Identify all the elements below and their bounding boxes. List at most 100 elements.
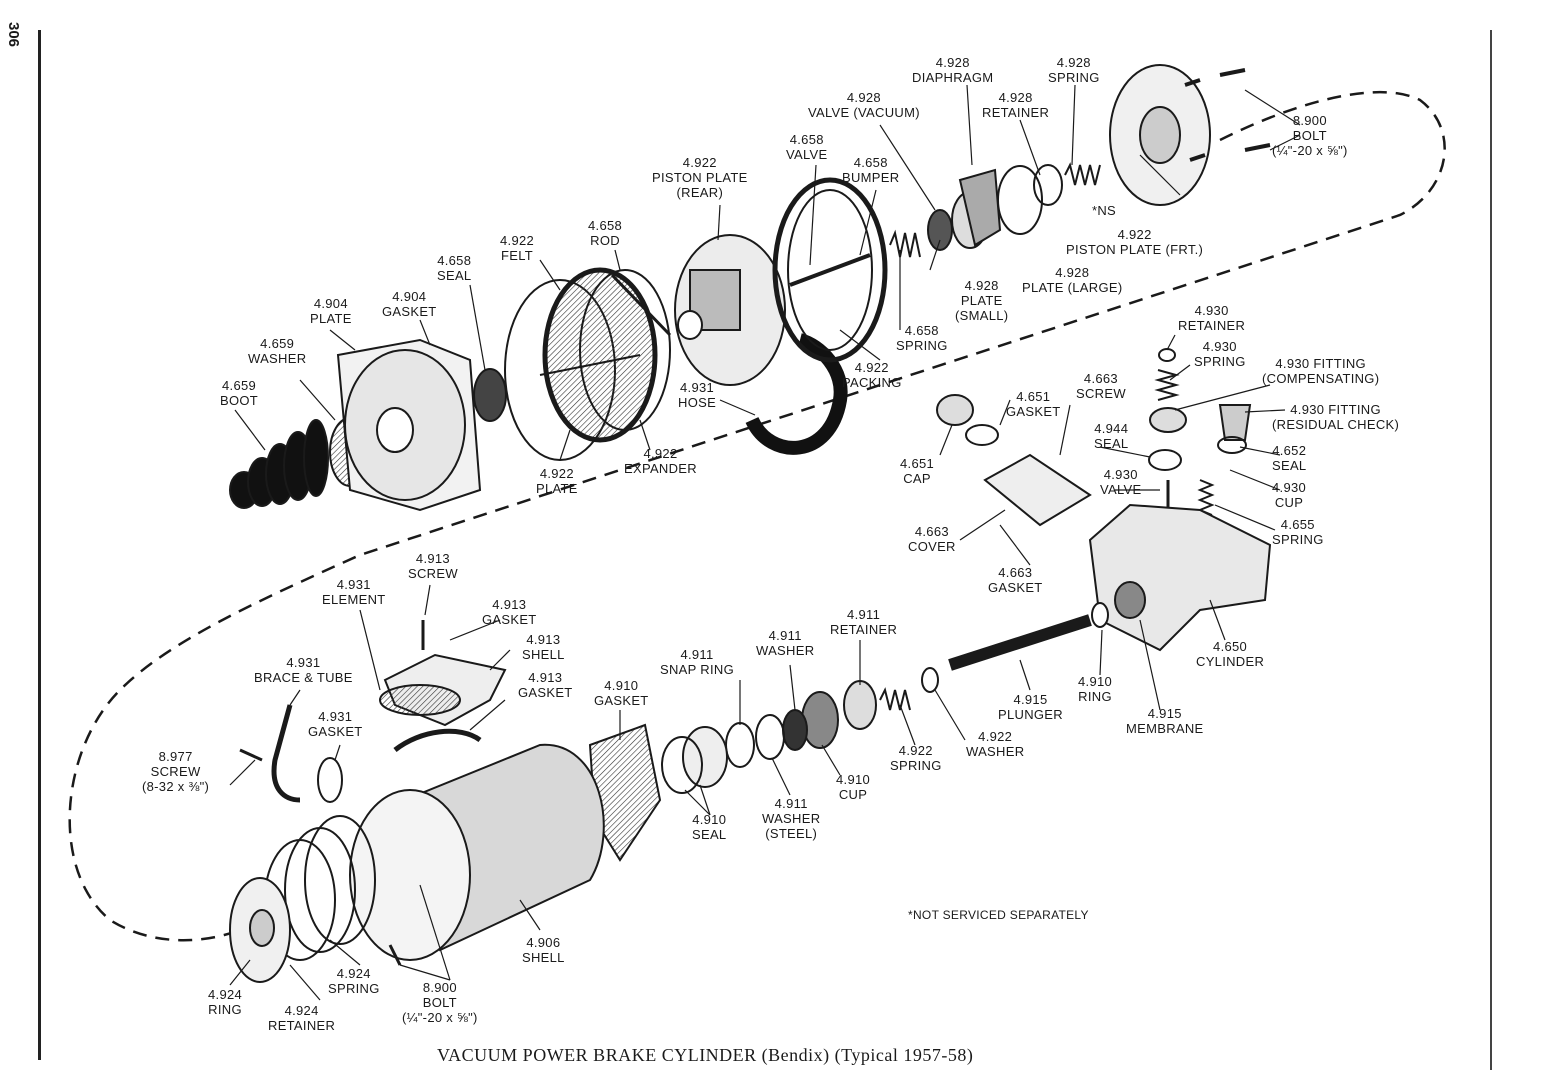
retainer-928-part	[1033, 164, 1063, 206]
retainer-924-part	[249, 909, 275, 947]
footnote-not-serviced: *NOT SERVICED SEPARATELY	[908, 908, 1089, 922]
shell-906-part	[349, 743, 605, 961]
figure-caption: VACUUM POWER BRAKE CYLINDER (Bendix) (Ty…	[437, 1045, 974, 1065]
seal-658-part	[473, 368, 507, 422]
plate-904-part	[336, 338, 482, 512]
front-bolts-part	[1184, 68, 1271, 162]
packing-valve-part	[772, 177, 888, 363]
label-fitting-res: 4.930 FITTING(RESIDUAL CHECK)	[1272, 402, 1400, 432]
cover-part	[983, 453, 1092, 527]
gasket-931-part	[317, 757, 343, 803]
spring-658-part	[889, 229, 921, 258]
rear-piston-plate-part	[674, 234, 786, 386]
label-ns: *NS	[1092, 203, 1117, 218]
spring-655-part	[1197, 479, 1215, 516]
rod-part	[610, 273, 672, 337]
valve-vacuum-part	[927, 209, 953, 251]
fitting-res-part	[1218, 404, 1252, 441]
seal-910-part	[682, 726, 728, 788]
plunger-part	[948, 602, 1109, 671]
gasket-651-part	[965, 424, 999, 446]
spring-924-part	[264, 815, 376, 961]
washer-922-part	[921, 667, 939, 693]
washer-911-part	[782, 709, 808, 751]
spring-922-part	[879, 687, 911, 711]
front-piston-plate-part	[1109, 64, 1211, 206]
piston-plate-assembly-part	[504, 267, 671, 461]
assembly-path-line	[68, 90, 1446, 942]
spring-928-part	[1064, 162, 1101, 186]
leader-lines	[229, 84, 1301, 1001]
retainer-911-part	[843, 680, 877, 730]
brace-tube-part	[271, 704, 301, 803]
gasket-913b-part	[393, 728, 482, 752]
fitting-comp-part	[1149, 407, 1187, 433]
seal-652-part	[1217, 436, 1247, 454]
spring-930-part	[1154, 369, 1180, 401]
retainer-930-part	[1158, 348, 1176, 362]
plate-large-part	[997, 165, 1043, 235]
element-part	[379, 684, 461, 716]
label-fitting-comp: 4.930 FITTING(COMPENSATING)	[1262, 356, 1380, 386]
cap-part	[936, 394, 974, 426]
left-margin-rule	[38, 30, 41, 1060]
bolt-rear-part	[388, 944, 402, 966]
seal-944-part	[1148, 449, 1182, 471]
cylinder-650-part	[1088, 503, 1272, 652]
diaphragm-part	[958, 168, 1002, 247]
boot-part	[229, 419, 329, 509]
seal-910b-part	[661, 736, 703, 794]
